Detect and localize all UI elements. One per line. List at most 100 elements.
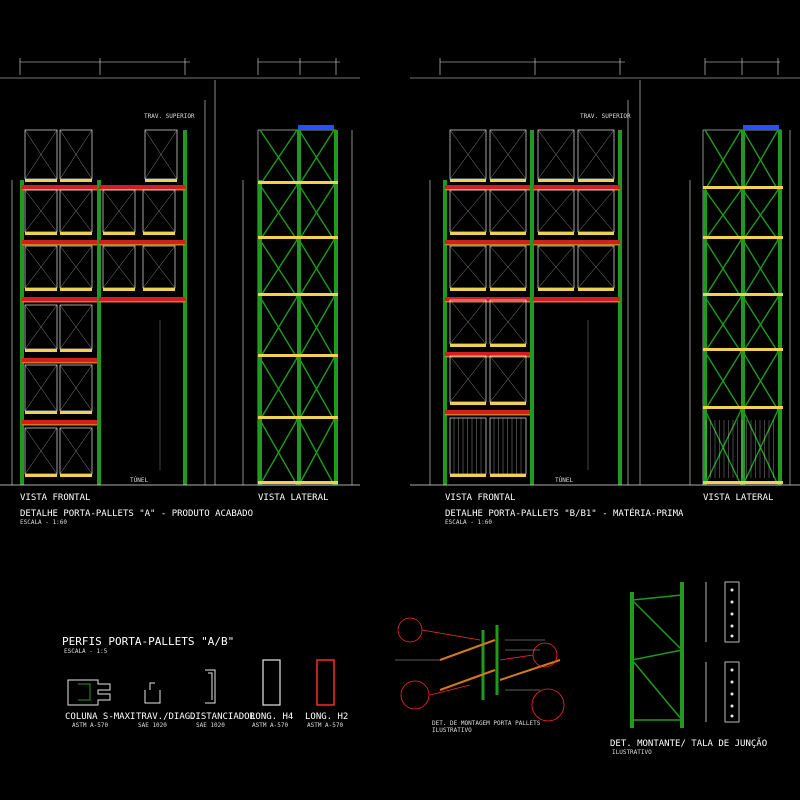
pallet-base: [578, 288, 614, 291]
drawing-a-top-dimensions: [0, 58, 360, 79]
pallet-box-diagonal: [24, 304, 58, 350]
drawing-b-upper-beam-tag: TRAV. SUPERIOR: [580, 113, 631, 120]
drawing-b-front-pallets: [449, 129, 615, 477]
profiles-title: PERFIS PORTA-PALLETS "A/B": [62, 635, 234, 648]
profile-label-2: TRAV./DIAG.: [136, 712, 196, 722]
pallet-base: [450, 179, 486, 182]
pallet-base: [578, 179, 614, 182]
profile-long-h4-shape: [262, 659, 281, 706]
iso-beams: [439, 639, 561, 691]
profile-coluna-shape: [67, 679, 111, 706]
pallet-box-diagonal: [59, 245, 93, 289]
rack-beam: [533, 297, 620, 301]
rack-beam-lip: [445, 414, 530, 416]
side-brace: [259, 357, 298, 421]
side-brace: [298, 239, 335, 298]
side-pallet-level: [703, 348, 783, 351]
pallet-box-diagonal: [102, 245, 136, 289]
rack-beam: [99, 185, 185, 189]
rack-upright: [703, 190, 707, 485]
rack-beam-lip: [22, 424, 97, 426]
pallet-base: [490, 474, 526, 477]
pallet-base: [490, 179, 526, 182]
side-brace: [259, 239, 298, 298]
pallet-base: [25, 232, 57, 235]
rack-beam: [445, 352, 530, 356]
profile-spec-2: SAE 1020: [138, 722, 167, 729]
pallet-base: [538, 288, 574, 291]
rack-upright: [778, 130, 782, 485]
pallet-base: [450, 474, 486, 477]
pallet-box-diagonal: [489, 189, 527, 233]
pallet-box-diagonal: [449, 189, 487, 233]
pallet-base: [60, 349, 92, 352]
pallet-box-diagonal: [24, 427, 58, 475]
pallet-base: [490, 402, 526, 405]
side-brace: [704, 296, 742, 353]
pallet-box-diagonal: [449, 129, 487, 180]
rack-beam-lip: [22, 189, 97, 191]
profile-label-5: LONG. H2: [305, 712, 348, 722]
pallet-box-diagonal: [24, 364, 58, 412]
drawing-a-tunnel-label: TÚNEL: [130, 477, 148, 484]
side-brace: [704, 189, 742, 241]
rack-upright: [618, 130, 622, 485]
drawing-b-side-view: [702, 125, 783, 486]
drawing-a-front-view-label: VISTA FRONTAL: [20, 493, 90, 503]
pallet-base: [578, 232, 614, 235]
iso-leader-lines: [395, 639, 545, 691]
rack-beam: [445, 297, 530, 301]
side-pallet-level: [258, 236, 338, 239]
side-brace: [704, 129, 742, 191]
pallet-base: [450, 232, 486, 235]
side-pallet-level: [258, 416, 338, 419]
pallet-box-diagonal: [449, 245, 487, 289]
side-brace: [742, 189, 779, 241]
rack-beam: [99, 240, 185, 244]
side-brace: [259, 184, 298, 241]
profile-label-3: DISTANCIADOR: [190, 712, 256, 722]
pallet-base: [103, 232, 135, 235]
pallet-base: [145, 179, 177, 182]
pallet-box-diagonal: [449, 355, 487, 403]
profiles-section: PERFIS PORTA-PALLETS "A/B" ESCALA - 1:5 …: [62, 635, 348, 729]
drawing-b-scale: ESCALA - 1:60: [445, 519, 492, 526]
rack-beam-lip: [22, 362, 97, 364]
rack-beam: [22, 240, 97, 244]
pallet-box-diagonal: [537, 245, 575, 289]
rack-beam-lip: [99, 244, 185, 246]
pallet-box-diagonal: [59, 427, 93, 475]
drawing-a-side-view-label: VISTA LATERAL: [258, 493, 328, 503]
pallet-box-diagonal: [59, 129, 93, 180]
rack-upright: [443, 180, 447, 485]
pallet-box-diagonal: [537, 129, 575, 180]
rack-beam-lip: [99, 301, 185, 303]
side-pallet-level: [703, 186, 783, 189]
upright-frame-bracing: [631, 594, 683, 721]
drawing-a: TRAV. SUPERIOR TÚNEL VISTA FRONTAL VISTA…: [0, 58, 360, 526]
rack-beam: [445, 240, 530, 244]
iso-assembly-detail: DET. DE MONTAGEM PORTA PALLETS ILUSTRATI…: [395, 617, 565, 734]
splice-plate-drawings: [705, 581, 740, 723]
drawing-a-scale: ESCALA - 1:60: [20, 519, 67, 526]
iso-uprights: [481, 625, 499, 700]
side-brace: [259, 129, 298, 186]
rack-beam-lip: [22, 244, 97, 246]
rack-beam-lip: [445, 301, 530, 303]
side-pallet-level: [258, 181, 338, 184]
side-brace: [742, 351, 779, 411]
drawing-b-front-view-label: VISTA FRONTAL: [445, 493, 515, 503]
side-brace: [298, 296, 335, 359]
drawing-a-title: DETALHE PORTA-PALLETS "A" - PRODUTO ACAB…: [20, 509, 253, 519]
drawing-a-front-uprights: [20, 130, 187, 485]
drawing-b-vertical-dimensions: [429, 80, 791, 485]
rack-beam: [445, 410, 530, 414]
side-pallet-level: [258, 481, 338, 484]
rack-upright: [20, 180, 24, 485]
side-brace: [704, 409, 742, 486]
side-brace: [742, 409, 779, 486]
drawing-b-front-uprights: [443, 130, 622, 485]
iso-callout-circles: [397, 617, 565, 722]
pallet-base: [60, 232, 92, 235]
pallet-box-diagonal: [102, 189, 136, 233]
